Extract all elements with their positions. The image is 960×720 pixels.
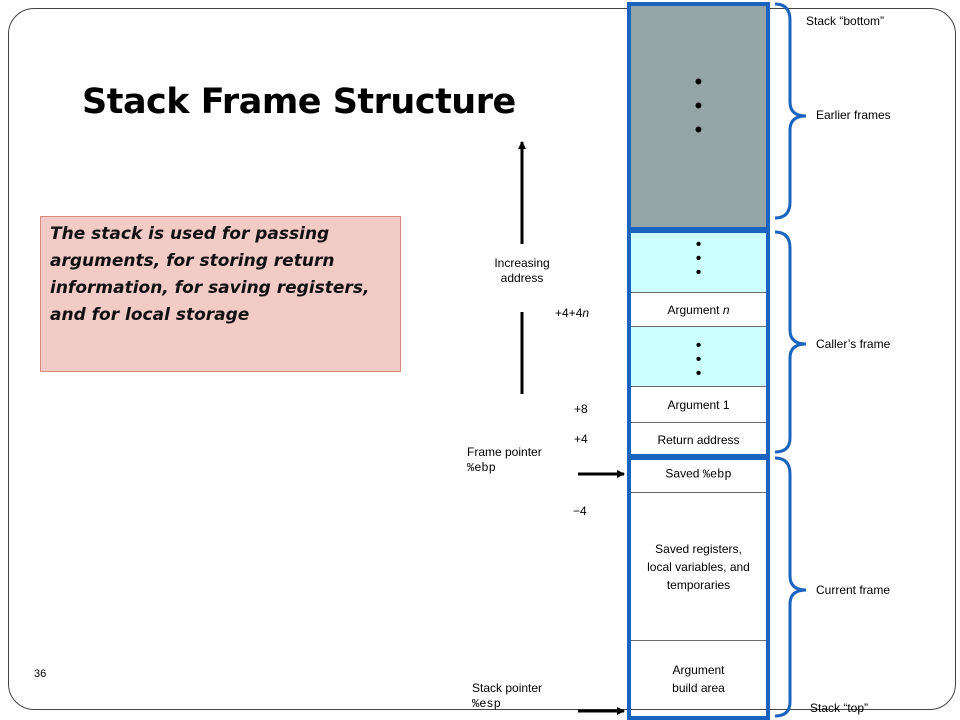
page-number: 36	[34, 668, 47, 680]
stack-top-label: Stack “top”	[810, 701, 869, 715]
ellipsis-dots: •••	[695, 337, 702, 382]
callers-frame-label: Caller’s frame	[816, 337, 891, 351]
offset-neg: −4	[573, 504, 587, 518]
offset-ret: +4	[574, 432, 588, 446]
earlier-frames-label: Earlier frames	[816, 108, 891, 122]
saved-ebp-cell: Saved %ebp	[629, 456, 768, 492]
locals-label: Saved registers, local variables, and te…	[647, 541, 750, 592]
ellipsis-dots: •••	[695, 236, 702, 281]
earlier-frames-region: •••	[629, 4, 768, 230]
stack-pointer-label: Stack pointer %esp	[472, 681, 543, 711]
caller-args-ellipsis: •••	[629, 230, 768, 292]
saved-ebp-label: Saved %ebp	[665, 466, 732, 482]
current-frame-brace	[774, 456, 807, 718]
frame-pointer-label: Frame pointer %ebp	[467, 445, 542, 475]
argument-1-label: Argument 1	[667, 397, 730, 412]
note-box: The stack is used for passing arguments,…	[40, 216, 401, 372]
locals-cell: Saved registers, local variables, and te…	[629, 492, 768, 640]
return-address-cell: Return address	[629, 422, 768, 456]
earlier-frames-brace	[774, 2, 807, 220]
offset-arg-n: +4+4n	[555, 306, 590, 320]
build-area-cell: Argument build area	[629, 640, 768, 716]
callers-frame-brace	[774, 230, 807, 454]
increasing-address-label: Increasing address	[494, 256, 550, 285]
return-address-label: Return address	[657, 432, 740, 447]
argument-n-cell: Argument n	[629, 292, 768, 326]
slide-title: Stack Frame Structure	[82, 82, 516, 122]
argument-n-label: Argument n	[667, 302, 730, 317]
offset-arg-1: +8	[574, 402, 588, 416]
current-frame-label: Current frame	[816, 583, 891, 597]
stack-bottom-label: Stack “bottom”	[806, 14, 885, 28]
ellipsis-dots: •••	[694, 69, 703, 142]
build-area-label: Argument build area	[672, 662, 725, 695]
argument-1-cell: Argument 1	[629, 386, 768, 422]
caller-args-ellipsis-2: •••	[629, 326, 768, 386]
current-frame-outline	[627, 456, 770, 720]
slide-frame	[8, 8, 956, 710]
